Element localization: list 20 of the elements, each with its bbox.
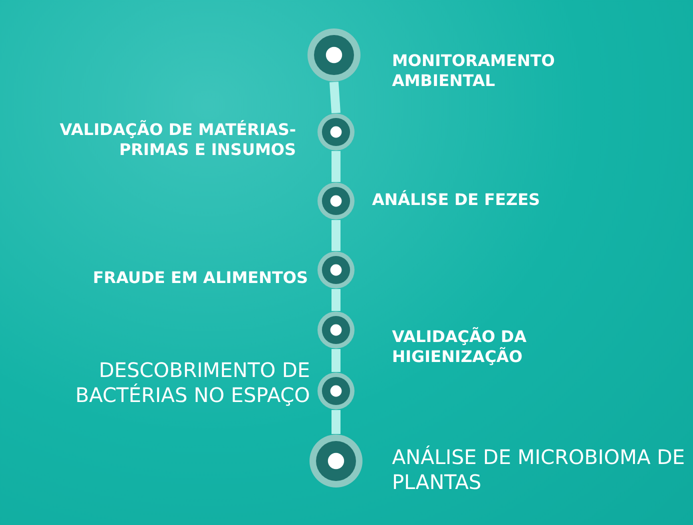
timeline-connector <box>332 151 340 182</box>
timeline-label: DESCOBRIMENTO DE BACTÉRIAS NO ESPAÇO <box>74 358 310 408</box>
timeline-marker-icon <box>317 113 355 151</box>
timeline-marker-icon <box>309 434 363 488</box>
timeline-connector <box>332 349 340 372</box>
timeline-label: MONITORAMENTO AMBIENTAL <box>392 51 556 91</box>
timeline-marker-icon <box>317 311 355 349</box>
timeline-marker-icon <box>317 251 355 289</box>
timeline-label: VALIDAÇÃO DE MATÉRIAS-PRIMAS E INSUMOS <box>58 120 296 160</box>
timeline-connector <box>330 82 340 114</box>
timeline-label: VALIDAÇÃO DA HIGIENIZAÇÃO <box>392 327 528 367</box>
timeline-connector <box>332 220 340 251</box>
timeline-marker-icon <box>317 372 355 410</box>
timeline-marker-icon <box>307 28 361 82</box>
timeline-marker-icon <box>317 182 355 220</box>
timeline-label: ANÁLISE DE MICROBIOMA DE PLANTAS <box>392 445 686 495</box>
timeline-label: FRAUDE EM ALIMENTOS <box>92 268 308 288</box>
timeline-connector <box>332 289 340 311</box>
timeline-connector <box>332 410 340 434</box>
timeline-label: ANÁLISE DE FEZES <box>372 190 542 210</box>
